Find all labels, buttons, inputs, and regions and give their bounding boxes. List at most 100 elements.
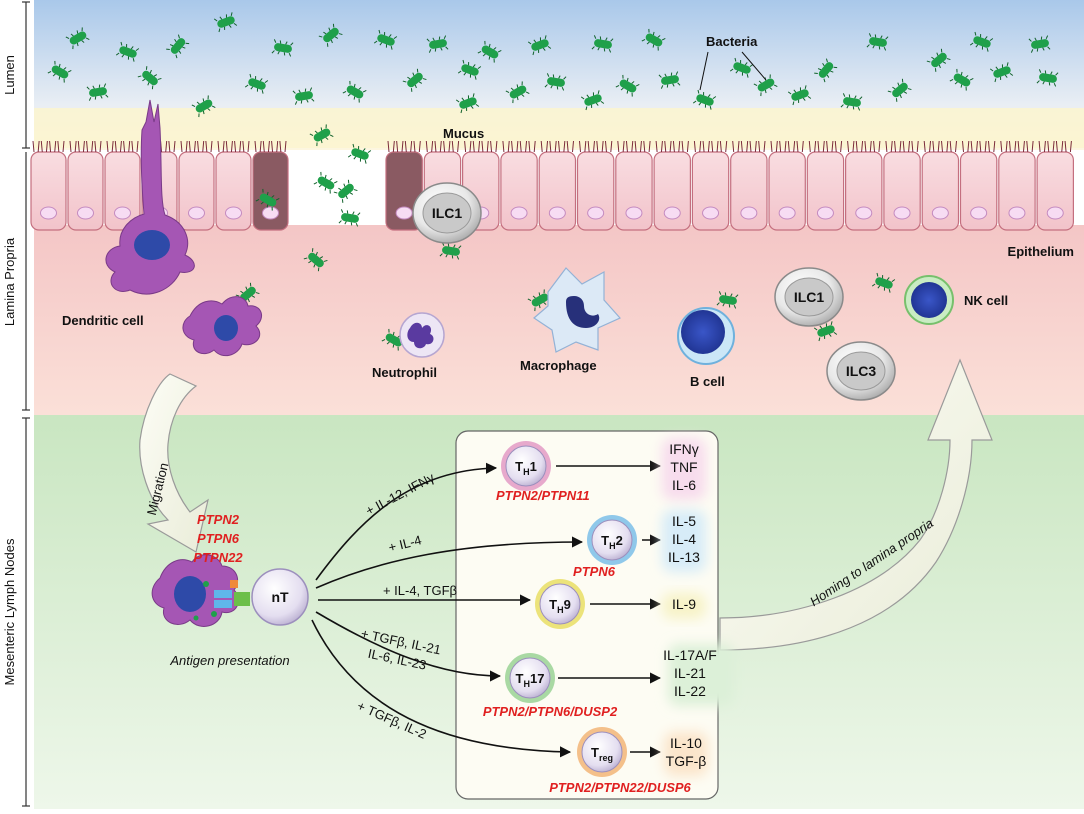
subset-label: Treg [591, 745, 613, 763]
ilc3-cell: ILC3 [826, 341, 896, 401]
bacterium [969, 31, 994, 52]
cytokine-label: TNF [670, 459, 697, 475]
bacterium [381, 328, 406, 351]
bacterium [544, 73, 567, 91]
cytokine-label: IL-13 [668, 549, 700, 565]
subset-genes: PTPN6 [573, 564, 616, 579]
homing-arrow [719, 358, 993, 651]
bacteria-label: Bacteria [706, 34, 758, 49]
naive-t-label: nT [271, 589, 289, 605]
subset-cell [581, 731, 623, 773]
bacterium [235, 282, 260, 306]
region-label-lamina-propria: Lamina Propria [2, 237, 17, 326]
epithelial-cell [691, 140, 730, 231]
bacterium [477, 40, 502, 63]
cytokine-glow [662, 438, 706, 500]
epithelium-right [385, 140, 1074, 231]
epithelial-cell [921, 140, 960, 231]
epithelial-cell [252, 140, 289, 231]
bacterium [191, 95, 216, 118]
subset-label: TH9 [549, 597, 571, 615]
bacterium [866, 33, 889, 51]
region-label-lumen: Lumen [2, 55, 17, 95]
cytokine-label: IFNγ [669, 441, 699, 457]
epithelial-cell [959, 140, 998, 231]
ilc1-lamina-cell: ILC1 [774, 267, 844, 327]
arrow-to-th17 [315, 611, 502, 682]
mucus-label: Mucus [443, 126, 484, 141]
cytokine-label: IL-10 [670, 735, 702, 751]
subset-cell [591, 519, 633, 561]
epithelial-cell [844, 140, 883, 231]
bacterium [505, 81, 530, 104]
subset-genes: PTPN2/PTPN22/DUSP6 [549, 780, 691, 795]
epithelial-cell [67, 140, 104, 231]
t-helper-subsets: TH1PTPN2/PTPN11IFNγTNFIL-6TH2PTPN6IL-5IL… [483, 438, 734, 795]
epithelial-cell [500, 140, 538, 231]
bacterium [641, 28, 666, 51]
nk-cell [904, 275, 954, 325]
bacterium [347, 143, 372, 164]
bacterium [814, 58, 838, 83]
bacterium [439, 242, 462, 260]
antigen-presenting-dc [151, 554, 250, 627]
neutrophil-cell [399, 312, 445, 358]
ilc1-lamina-label: ILC1 [794, 289, 825, 305]
bacterium [313, 171, 338, 194]
bacterium [580, 90, 605, 111]
bacterium [373, 29, 398, 50]
bacterium [166, 34, 190, 59]
bacterium [244, 73, 269, 94]
cytokine-glow [662, 510, 706, 572]
bacterium [137, 66, 162, 90]
arrow-to-treg [311, 619, 572, 758]
dc-gene-label: PTPN22 [193, 550, 243, 565]
ilc3-label: ILC3 [846, 363, 877, 379]
bacterium [840, 93, 863, 111]
macrophage-label: Macrophage [520, 358, 597, 373]
cytokine-label: IL-9 [672, 596, 696, 612]
neutrophil-label: Neutrophil [372, 365, 437, 380]
epithelium-label: Epithelium [1008, 244, 1074, 259]
cytokine-label: IL-4 [672, 531, 696, 547]
cytokine-label: TGF-β [666, 753, 707, 769]
dendritic-cell-epithelial [105, 99, 195, 295]
epithelial-cell [215, 140, 252, 231]
bacterium [527, 35, 552, 56]
epithelium-left [30, 140, 289, 231]
bacterium [318, 23, 343, 47]
subset-cell [505, 445, 547, 487]
bacterium [213, 12, 238, 33]
bacterium [271, 39, 294, 57]
macrophage-cell [533, 267, 621, 353]
subset-th9: TH9 IL-9 [535, 579, 706, 629]
differentiation-arrows [311, 460, 662, 758]
subset-label: TH1 [515, 459, 537, 477]
nk-cell-label: NK cell [964, 293, 1008, 308]
epithelial-cell [538, 140, 577, 231]
subset-genes: PTPN2/PTPN11 [496, 488, 590, 503]
subset-genes: PTPN2/PTPN6/DUSP2 [483, 704, 618, 719]
bacterium [591, 35, 614, 53]
subset-label: TH17 [516, 671, 545, 689]
dc-gene-label: PTPN6 [197, 531, 240, 546]
subset-label: TH2 [601, 533, 623, 551]
bacterium [342, 80, 367, 103]
bacterium [47, 60, 72, 83]
bacterium [86, 83, 109, 101]
epithelial-cell [615, 140, 653, 231]
bacterium [292, 87, 315, 105]
antigen-presentation-label: Antigen presentation [169, 653, 289, 668]
bacterium [1028, 35, 1051, 53]
cytokine-label: IL-22 [674, 683, 706, 699]
bacterium [426, 35, 449, 53]
bacterium [303, 248, 328, 272]
epithelial-cell [576, 140, 615, 231]
bacterium [455, 93, 480, 114]
cytokine-label: IL-5 [672, 513, 696, 529]
bacterium [457, 59, 482, 80]
cytokine-label: IL-21 [674, 665, 706, 681]
